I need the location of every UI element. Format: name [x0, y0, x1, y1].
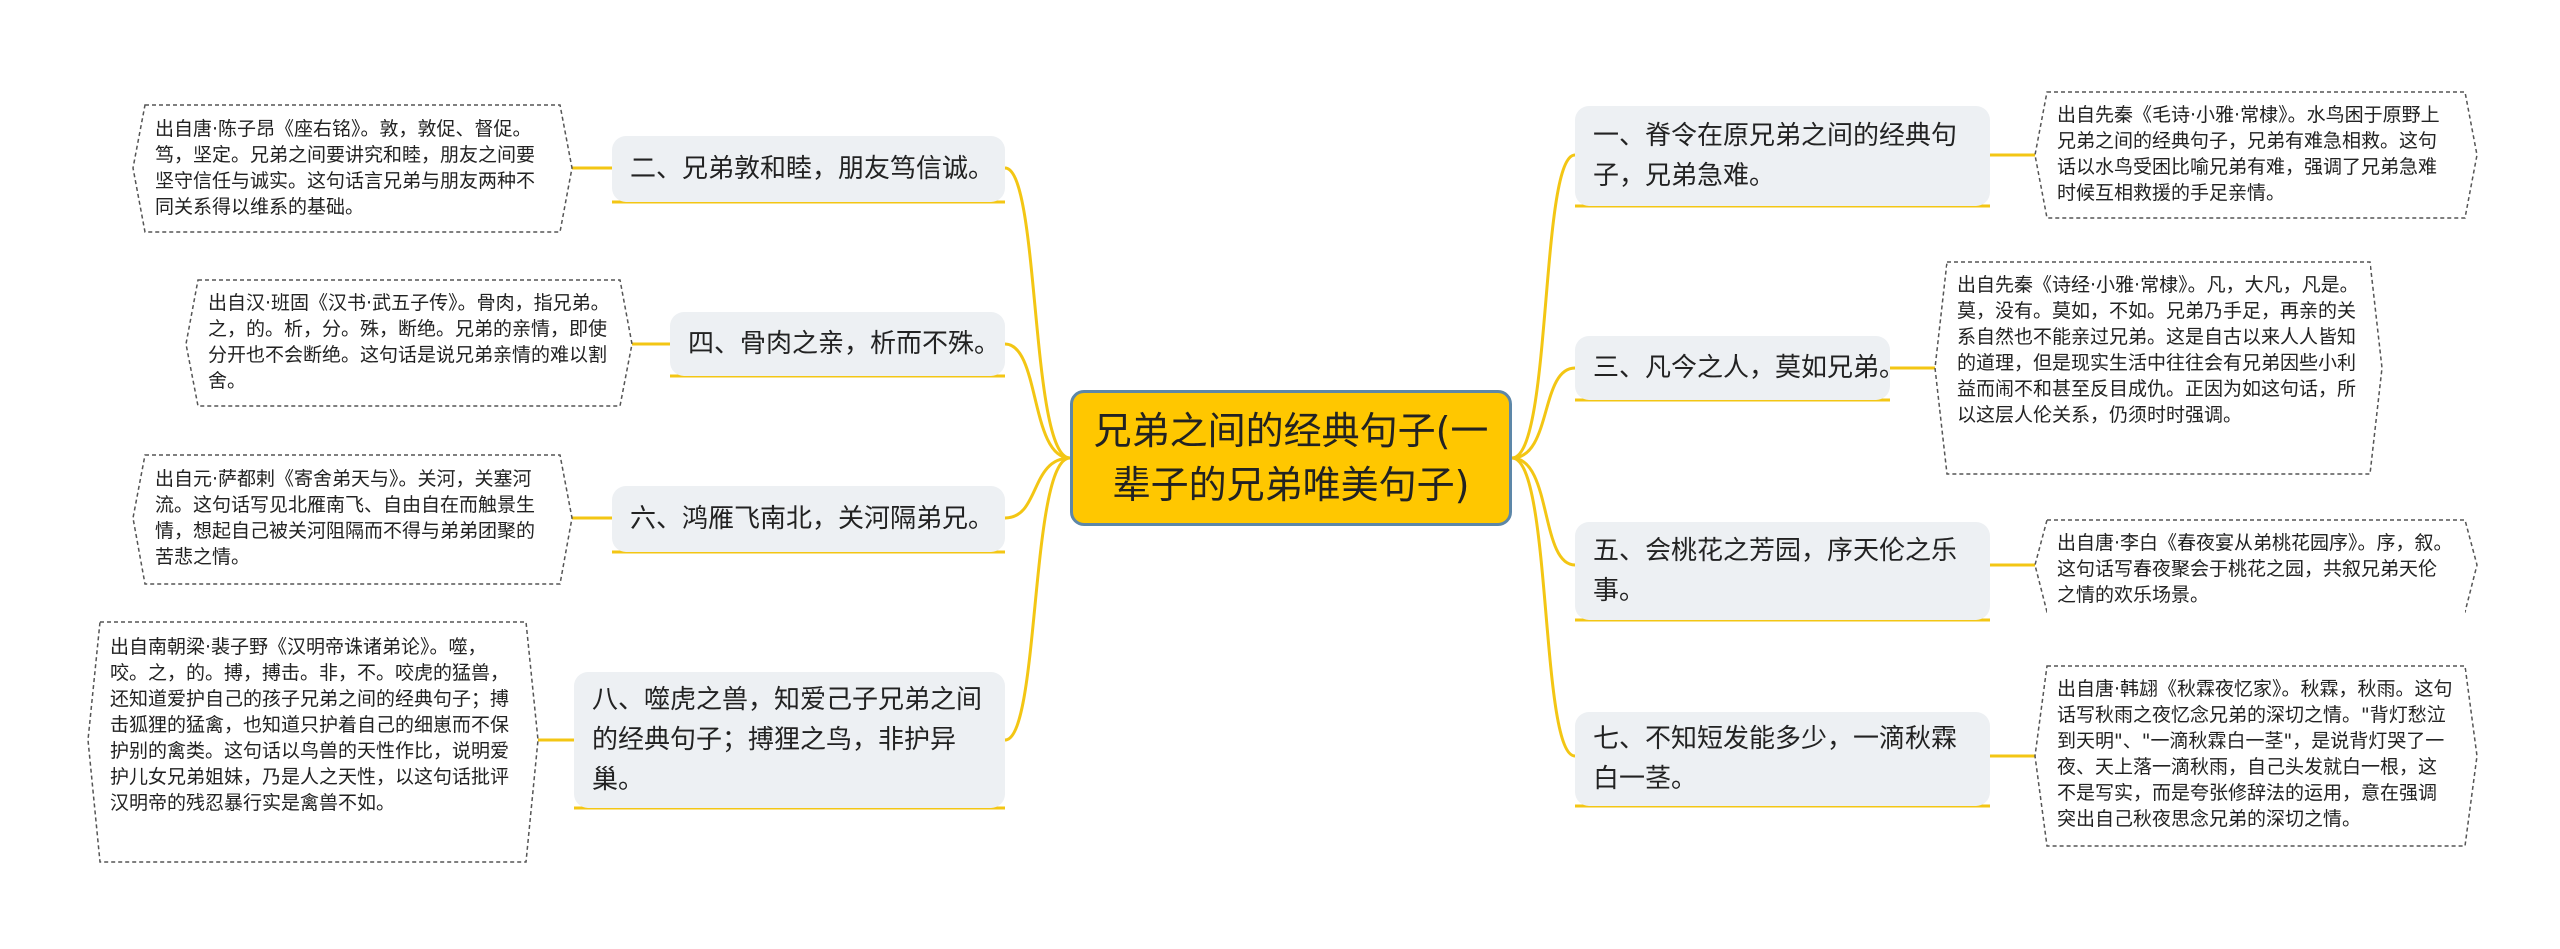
connector-branch-8 — [1004, 456, 1071, 742]
branch-2[interactable]: 二、兄弟敦和睦，朋友笃信诚。 — [612, 136, 1005, 202]
branch-8[interactable]: 八、噬虎之兽，知爱己子兄弟之间的经典句子；搏狸之鸟，非护异巢。 — [574, 672, 1005, 808]
connector-branch-1 — [1511, 153, 1576, 460]
note-6: 出自元·萨都剌《寄舍弟天与》。关河，关塞河流。这句话写见北雁南飞、自由自在而触景… — [145, 460, 560, 576]
central-topic[interactable]: 兄弟之间的经典句子(一辈子的兄弟唯美句子) — [1070, 390, 1512, 526]
connector-branch-6 — [1004, 456, 1071, 520]
note-7: 出自唐·韩翃《秋霖夜忆家》。秋霖，秋雨。这句话写秋雨之夜忆念兄弟的深切之情。"背… — [2047, 670, 2465, 838]
connector-branch-7 — [1511, 456, 1576, 758]
connector-branch-2 — [1004, 166, 1071, 460]
connector-branch-3 — [1511, 366, 1576, 460]
note-3: 出自先秦《诗经·小雅·常棣》。凡，大凡，凡是。莫，没有。莫如，不如。兄弟乃手足，… — [1947, 266, 2370, 434]
connector-branch-4 — [1004, 342, 1071, 460]
branch-7[interactable]: 七、不知短发能多少，一滴秋霖白一茎。 — [1575, 712, 1990, 806]
connector-branch-5 — [1511, 456, 1576, 567]
branch-1[interactable]: 一、脊令在原兄弟之间的经典句子，兄弟急难。 — [1575, 106, 1990, 206]
note-4: 出自汉·班固《汉书·武五子传》。骨肉，指兄弟。之，的。析，分。殊，断绝。兄弟的亲… — [198, 284, 620, 400]
note-5: 出自唐·李白《春夜宴从弟桃花园序》。序，叙。这句话写春夜聚会于桃花之园，共叙兄弟… — [2047, 524, 2465, 614]
branch-5[interactable]: 五、会桃花之芳园，序天伦之乐事。 — [1575, 522, 1990, 620]
note-8: 出自南朝梁·裴子野《汉明帝诛诸弟论》。噬，咬。之，的。搏，搏击。非，不。咬虎的猛… — [100, 628, 526, 822]
note-2: 出自唐·陈子昂《座右铭》。敦，敦促、督促。笃，坚定。兄弟之间要讲究和睦，朋友之间… — [145, 110, 560, 226]
branch-3[interactable]: 三、凡今之人，莫如兄弟。 — [1575, 336, 1905, 400]
branch-6[interactable]: 六、鸿雁飞南北，关河隔弟兄。 — [612, 486, 1005, 552]
branch-4[interactable]: 四、骨肉之亲，析而不殊。 — [670, 312, 1005, 376]
note-1: 出自先秦《毛诗·小雅·常棣》。水鸟困于原野上兄弟之间的经典句子，兄弟有难急相救。… — [2047, 96, 2465, 212]
